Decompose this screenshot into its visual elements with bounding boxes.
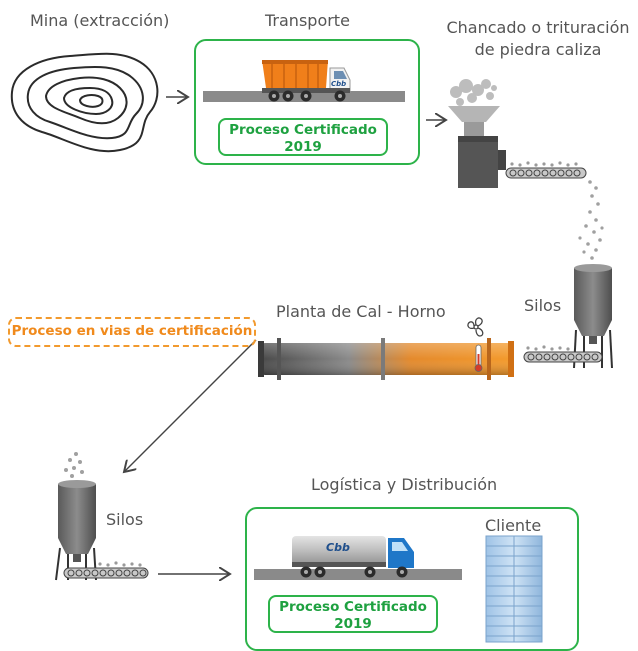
arrow-kiln-silo	[124, 339, 257, 472]
crushing-label-line1: Chancado o trituración	[446, 18, 630, 37]
logistics-cert-line2: 2019	[334, 616, 372, 632]
fan-icon	[467, 317, 484, 337]
tanker-truck-icon	[254, 536, 462, 580]
logistics-certified-badge: Proceso Certificado 2019	[268, 595, 438, 633]
crusher-icon	[448, 79, 587, 188]
kiln-label: Planta de Cal - Horno	[276, 302, 446, 321]
silos-right-label: Silos	[524, 296, 562, 315]
kiln-pending-badge: Proceso en vias de certificación	[8, 317, 256, 347]
silos-left-label: Silos	[106, 510, 144, 529]
dump-truck-icon	[203, 60, 405, 102]
mine-contour-icon	[10, 52, 159, 153]
client-building-icon	[485, 535, 543, 643]
falling-stones-dots	[578, 180, 604, 260]
transport-certified-frame	[194, 39, 420, 165]
transport-cert-line1: Proceso Certificado	[229, 122, 377, 138]
kiln-icon	[258, 317, 514, 380]
transport-certified-badge: Proceso Certificado 2019	[218, 118, 388, 156]
crushing-label-line2: de piedra caliza	[474, 40, 602, 59]
logistics-label: Logística y Distribución	[311, 475, 498, 494]
dump-truck-logo: Cbb	[331, 80, 347, 88]
silo-left-icon	[55, 452, 149, 581]
logistics-cert-line1: Proceso Certificado	[279, 599, 427, 615]
thermometer-icon	[474, 344, 483, 372]
silo-right-icon	[523, 264, 613, 369]
client-label: Cliente	[485, 516, 542, 535]
tanker-truck-logo: Cbb	[326, 541, 350, 554]
transport-cert-line2: 2019	[284, 139, 322, 155]
mine-label: Mina (extracción)	[30, 11, 170, 30]
transport-label: Transporte	[265, 11, 350, 30]
